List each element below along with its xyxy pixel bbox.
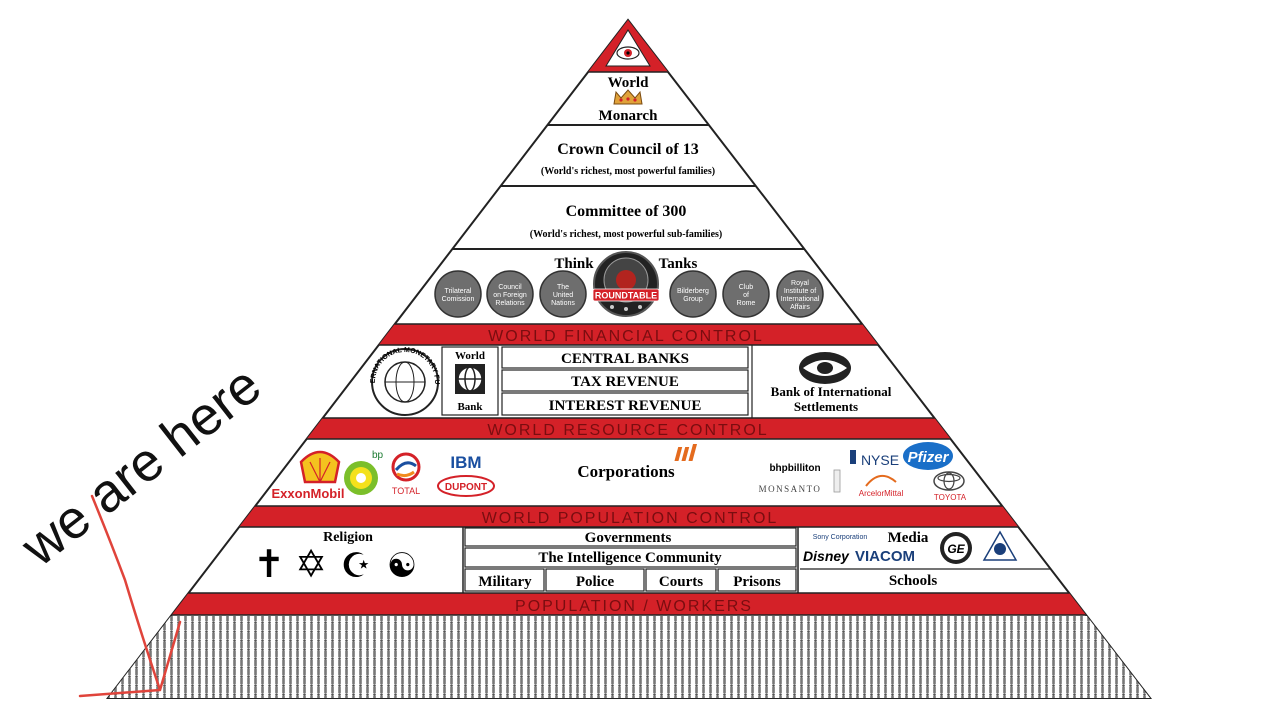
viacom-logo: VIACOM <box>855 548 915 565</box>
tax-revenue: TAX REVENUE <box>571 374 679 390</box>
star-of-david-icon: ✡ <box>295 544 327 586</box>
corporations-title: Corporations <box>577 462 675 481</box>
think-tank-label: Nations <box>551 300 575 307</box>
bhp-logo-icon <box>674 444 698 461</box>
yin-yang-icon: ☯ <box>387 548 417 585</box>
svg-text:INTERNATIONAL MONETARY FUND: INTERNATIONAL MONETARY FUND <box>0 0 440 384</box>
band-population-bg <box>108 506 1150 527</box>
police-label: Police <box>576 574 615 590</box>
think-tank-label: The <box>557 284 569 291</box>
bis-logo-icon <box>799 352 851 384</box>
pfizer-logo-icon <box>903 442 953 470</box>
schools-label: Schools <box>889 573 938 589</box>
world-bank-top: World <box>455 350 485 362</box>
bp-logo-icon <box>344 461 378 495</box>
think-tank-label: Institute of <box>784 288 816 295</box>
military-label: Military <box>478 574 532 590</box>
think-label: Think <box>554 256 594 272</box>
monsanto-logo: MONSANTO <box>759 484 822 494</box>
total-logo: TOTAL <box>392 486 420 496</box>
dupont-logo-icon <box>437 475 495 497</box>
sony-logo: Sony Corporation <box>813 534 868 541</box>
world-bank-bottom: Bank <box>457 401 483 413</box>
courts-label: Courts <box>659 574 703 590</box>
band-financial-label: WORLD FINANCIAL CONTROL <box>488 328 764 345</box>
roundtable-label: ROUNDTABLE <box>595 291 657 301</box>
apex-line2: Monarch <box>599 108 659 124</box>
exxonmobil-logo: ExxonMobil <box>272 486 345 501</box>
think-tank-label: Club <box>739 284 754 291</box>
time-warner-logo-icon <box>982 530 1018 561</box>
workers-crowd <box>108 616 1150 698</box>
nyse-mark-icon <box>850 450 856 464</box>
think-tank-label: Trilateral <box>445 288 472 295</box>
interest-revenue: INTEREST REVENUE <box>549 398 702 414</box>
disney-logo: Disney <box>803 548 850 564</box>
crown-icon <box>613 89 643 105</box>
think-tank-label: International <box>781 296 820 303</box>
media-label: Media <box>888 530 929 546</box>
think-tank-label: Bilderberg <box>677 288 709 295</box>
think-tank-label: Council <box>498 284 522 291</box>
bis-line1: Bank of International <box>771 384 892 399</box>
arcelor-logo: ArcelorMittal <box>859 489 904 498</box>
bhp-logo: bhpbilliton <box>769 463 820 474</box>
toyota-logo-icon <box>933 471 965 491</box>
crown-council-title: Crown Council of 13 <box>557 141 699 158</box>
ge-logo-icon: GE <box>940 532 972 564</box>
cross-icon: ✝ <box>253 544 285 586</box>
think-tank-label: on Foreign <box>493 292 527 299</box>
roundtable-emblem: ROUNDTABLE <box>592 251 660 317</box>
band-workers-label: POPULATION / WORKERS <box>515 598 753 615</box>
band-workers-bg <box>108 593 1150 615</box>
think-tank-label: of <box>743 292 749 299</box>
think-tank-label: Royal <box>791 280 809 287</box>
religion-label: Religion <box>323 530 373 545</box>
ibm-logo: IBM <box>450 453 481 472</box>
shell-logo-icon <box>299 450 341 484</box>
think-tank-label: United <box>553 292 573 299</box>
intelligence-label: The Intelligence Community <box>538 550 722 566</box>
arcelor-logo-icon <box>865 475 897 487</box>
think-tank-label: Relations <box>495 300 525 307</box>
all-seeing-eye-icon <box>605 29 651 67</box>
crown-council-subtitle: (World's richest, most powerful families… <box>541 166 715 177</box>
world-bank-logo-icon <box>455 364 485 394</box>
bis-line2: Settlements <box>794 399 858 414</box>
imf-label: INTERNATIONAL MONETARY FUND <box>0 0 440 384</box>
crescent-icon: ☪ <box>341 548 371 585</box>
total-logo-icon <box>391 452 421 482</box>
committee-subtitle: (World's richest, most powerful sub-fami… <box>530 229 723 240</box>
band-resource-label: WORLD RESOURCE CONTROL <box>487 422 768 439</box>
think-tank-label: Group <box>683 296 703 303</box>
committee-title: Committee of 300 <box>566 203 687 220</box>
prisons-label: Prisons <box>733 574 781 590</box>
think-tank-label: Affairs <box>790 304 810 311</box>
apex-line1: World <box>608 75 649 91</box>
pfizer-logo: Pfizer <box>908 449 950 466</box>
dupont-logo: DUPONT <box>445 482 487 493</box>
band-resource-bg <box>108 418 1150 439</box>
central-banks: CENTRAL BANKS <box>561 351 689 367</box>
tanks-label: Tanks <box>659 256 698 272</box>
bp-logo: bp <box>372 450 384 461</box>
governments-label: Governments <box>585 530 672 546</box>
nyse-logo: NYSE <box>861 452 899 468</box>
annotation-arrow <box>78 494 182 698</box>
ge-label: GE <box>947 542 965 556</box>
think-tank-label: Comission <box>442 296 475 303</box>
think-tank-label: Rome <box>737 300 756 307</box>
monsanto-divider <box>833 469 841 493</box>
band-population-label: WORLD POPULATION CONTROL <box>482 510 779 527</box>
toyota-logo: TOYOTA <box>934 493 967 502</box>
